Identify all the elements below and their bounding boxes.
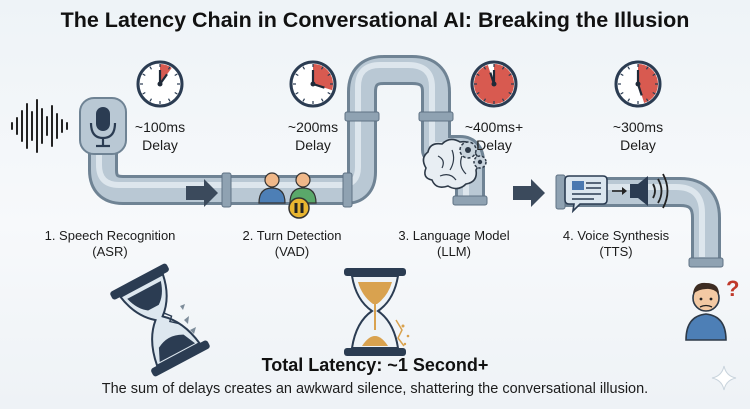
speech-bubble-icon [564,175,608,214]
delay-label-vad: ~200ms Delay [263,118,363,154]
clock-icon-tts [614,60,662,108]
diagram-title: The Latency Chain in Conversational AI: … [60,8,690,32]
delay-word: Delay [620,137,656,153]
stage-name: 1. Speech Recognition [44,228,176,243]
delay-clocks [136,60,662,108]
summary-text: The sum of delays creates an awkward sil… [101,381,649,397]
total-latency: Total Latency: ~1 Second+ [261,355,489,375]
stage-name: 4. Voice Synthesis [562,228,670,243]
pause-icon [288,197,310,219]
delay-word: Delay [476,137,512,153]
speaker-icon [630,173,669,209]
stage-abbr: (VAD) [274,244,310,259]
stage-label-tts: 4. Voice Synthesis (TTS) [536,228,696,260]
stage-label-vad: 2. Turn Detection (VAD) [212,228,372,260]
clock-icon-asr [136,60,184,108]
hourglass-broken-icon [110,263,210,377]
confused-person-icon: ? [685,276,739,341]
stage-label-asr: 1. Speech Recognition (ASR) [30,228,190,260]
small-arrow-icon [612,187,627,195]
stage-name: 3. Language Model [398,228,510,243]
delay-label-tts: ~300ms Delay [588,118,688,154]
delay-label-asr: ~100ms Delay [110,118,210,154]
delay-value: ~100ms [134,119,186,135]
flow-arrow-2 [513,179,545,207]
sound-wave-icon [11,99,68,153]
delay-value: ~400ms+ [464,119,524,135]
stage-label-llm: 3. Language Model (LLM) [374,228,534,260]
delay-word: Delay [295,137,331,153]
delay-value: ~300ms [612,119,664,135]
stage-abbr: (LLM) [437,244,471,259]
sparkle-icon [711,365,737,391]
clock-icon-vad [289,60,337,108]
hourglass-icon [344,268,410,356]
delay-value: ~200ms [287,119,339,135]
delay-label-llm: ~400ms+ Delay [444,118,544,154]
flow-arrow-1 [186,179,218,207]
stage-abbr: (ASR) [92,244,128,259]
brain-gears-icon [422,138,487,190]
stage-name: 2. Turn Detection [242,228,342,243]
delay-word: Delay [142,137,178,153]
svg-text:?: ? [726,276,739,301]
clock-icon-llm [470,60,518,108]
microphone-icon [79,97,127,155]
stage-abbr: (TTS) [599,244,633,259]
